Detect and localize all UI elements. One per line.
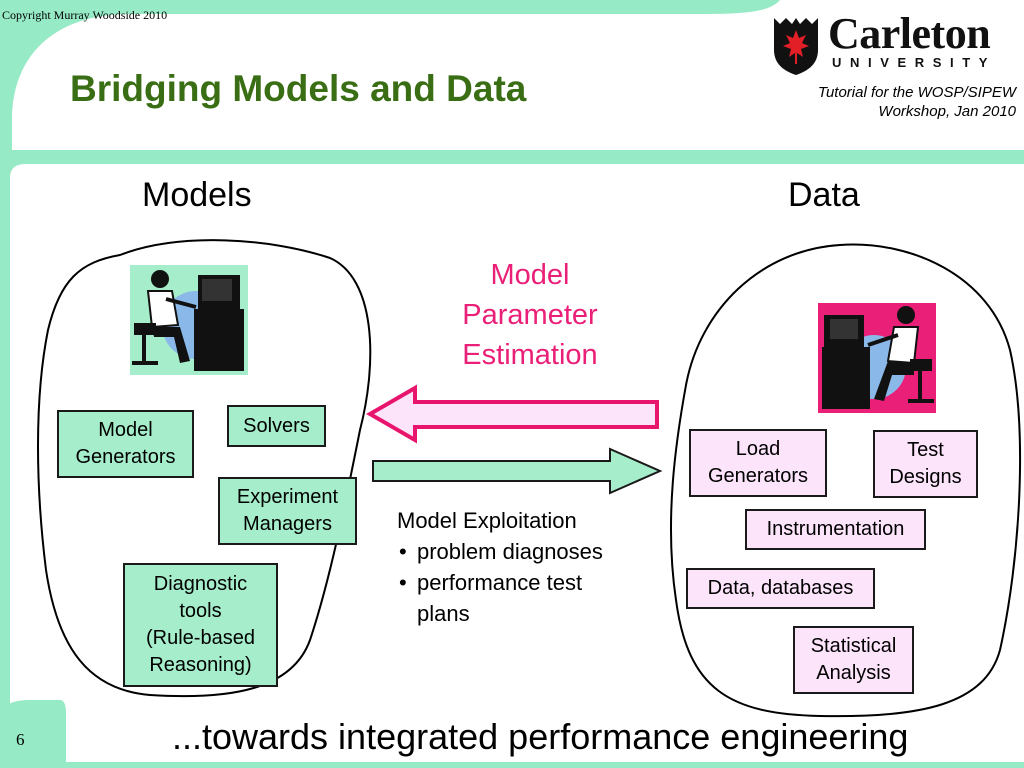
diagnostic-tools-box: Diagnostic tools (Rule-based Reasoning)	[123, 563, 278, 687]
box-label: Reasoning)	[149, 654, 252, 676]
label-line: Estimation	[462, 339, 598, 371]
model-generators-box: Model Generators	[57, 410, 194, 478]
experiment-managers-box: Experiment Managers	[218, 477, 357, 545]
subtitle-line: Tutorial for the WOSP/SIPEW	[817, 84, 1016, 101]
label-line: Model	[490, 259, 570, 291]
box-label: Generators	[75, 446, 176, 468]
logo-wordmark: Carleton	[828, 9, 991, 58]
instrumentation-box: Instrumentation	[745, 509, 926, 550]
exploitation-title: Model Exploitation	[397, 508, 577, 533]
box-label: Load	[735, 438, 781, 460]
box-label: Diagnostic	[153, 573, 248, 595]
label-line: Parameter	[462, 299, 598, 331]
box-label: Instrumentation	[766, 518, 905, 540]
carleton-shield-icon	[774, 18, 818, 75]
data-blob	[670, 243, 1022, 718]
model-exploitation-label: Model Exploitation problem diagnoses per…	[397, 505, 647, 629]
load-generators-box: Load Generators	[689, 429, 827, 497]
box-label: Data, databases	[707, 577, 854, 599]
box-label: Managers	[243, 513, 332, 535]
person-at-computer-icon	[818, 303, 936, 413]
carleton-logo: Carleton UNIVERSITY	[770, 9, 1002, 76]
box-label: tools	[179, 600, 222, 622]
models-heading: Models	[142, 176, 252, 214]
list-item-text: performance test	[417, 570, 583, 595]
page-number: 6	[16, 730, 25, 749]
box-label: (Rule-based	[146, 627, 255, 649]
estimation-arrow	[366, 384, 659, 444]
workshop-subtitle: Tutorial for the WOSP/SIPEW Workshop, Ja…	[756, 83, 1016, 121]
subtitle-line: Workshop, Jan 2010	[878, 103, 1016, 120]
box-label: Solvers	[243, 414, 310, 437]
slide-tagline: ...towards integrated performance engine…	[172, 716, 909, 757]
slide-title: Bridging Models and Data	[70, 68, 527, 109]
box-label: Generators	[707, 465, 809, 487]
test-designs-box: Test Designs	[873, 430, 978, 498]
exploitation-list: problem diagnoses performance test plans	[397, 536, 647, 629]
box-label: Experiment	[236, 486, 339, 508]
list-item: performance test plans	[397, 567, 647, 629]
person-at-computer-icon	[130, 265, 248, 375]
box-label: Designs	[889, 466, 962, 488]
box-label: Model	[98, 419, 153, 441]
box-label: Statistical	[810, 635, 897, 657]
box-label: Analysis	[816, 662, 891, 684]
data-databases-box: Data, databases	[686, 568, 875, 609]
copyright-notice: Copyright Murray Woodside 2010	[2, 8, 168, 22]
list-item-text: plans	[417, 601, 470, 626]
solvers-box: Solvers	[227, 405, 326, 447]
parameter-estimation-label: Model Parameter Estimation	[420, 255, 640, 375]
box-label: Test	[907, 439, 944, 461]
list-item: problem diagnoses	[397, 536, 647, 567]
data-heading: Data	[788, 176, 860, 214]
exploitation-arrow	[372, 447, 663, 495]
statistical-analysis-box: Statistical Analysis	[793, 626, 914, 694]
logo-subtext: UNIVERSITY	[832, 55, 997, 70]
